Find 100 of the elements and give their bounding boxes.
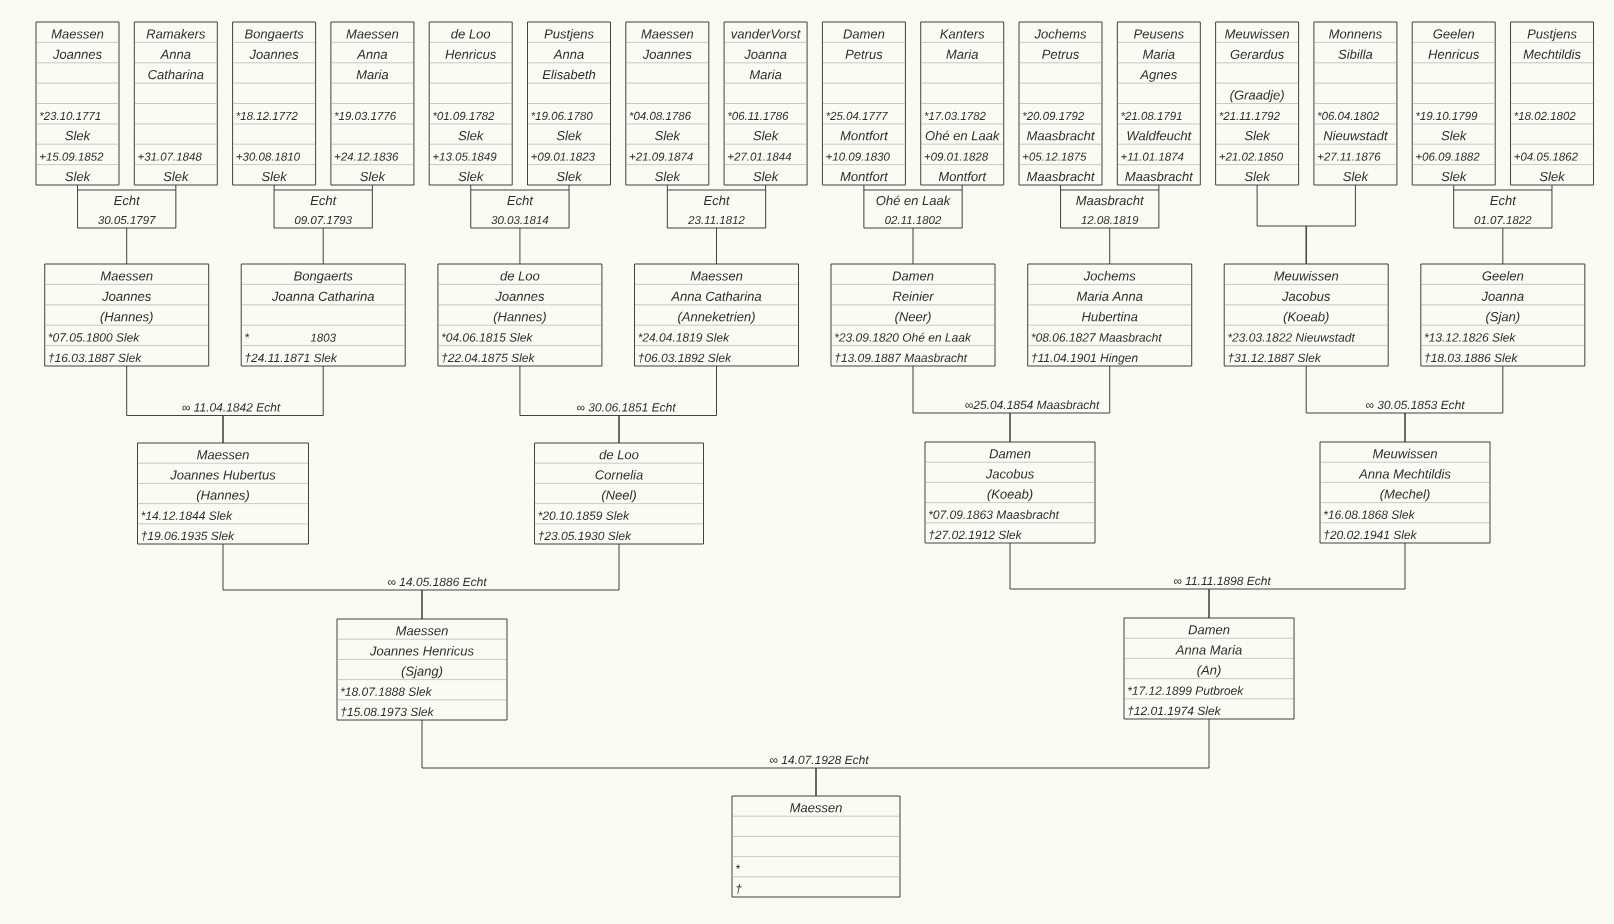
person-card xyxy=(527,21,611,186)
connector-line xyxy=(716,227,717,265)
death-place: Slek xyxy=(753,171,779,182)
given-name: Maria xyxy=(946,49,978,59)
person-card xyxy=(330,21,415,186)
surname: Meuwissen xyxy=(1372,448,1437,459)
connector-line xyxy=(1208,542,1406,619)
birth-entry: *04.06.1815 Slek xyxy=(441,332,533,342)
birth-date: *20.09.1792 xyxy=(1022,111,1085,120)
death-place: Slek xyxy=(360,171,386,182)
connector-line xyxy=(322,227,324,265)
given-name: Sibilla xyxy=(1338,49,1373,59)
connector-line xyxy=(912,227,914,265)
given-name: Reinier xyxy=(892,291,935,301)
marriage-box xyxy=(1060,189,1160,229)
death-place: Slek xyxy=(458,171,484,182)
connector-line xyxy=(765,184,767,191)
connector-line xyxy=(1060,184,1061,191)
given-name: Gerardus xyxy=(1230,49,1284,59)
person-card xyxy=(133,21,218,186)
marriage-box xyxy=(77,189,177,229)
person-card xyxy=(723,21,808,186)
birth-date: *06.11.1786 xyxy=(728,111,789,120)
connector-line xyxy=(1502,227,1504,265)
surname: Meuwissen xyxy=(1274,271,1339,281)
death-entry: †20.02.1941 Slek xyxy=(1324,530,1418,540)
death-entry: †22.04.1875 Slek xyxy=(442,353,535,363)
connector-line xyxy=(961,184,963,191)
connector-line xyxy=(175,184,177,191)
given-name: Anna Catharina xyxy=(670,291,762,301)
connector-line xyxy=(273,184,275,191)
death-date: +27.01.1844 xyxy=(728,152,792,161)
given-name: Maria xyxy=(749,69,782,80)
death-entry: †12.01.1974 Slek xyxy=(1128,706,1222,716)
given-name: Joannes xyxy=(52,49,102,59)
birth-place: Maasbracht xyxy=(1026,130,1095,141)
nickname: (Anneketrien) xyxy=(678,311,755,324)
connector-line xyxy=(1305,184,1356,265)
person-card xyxy=(821,21,906,186)
connector-line xyxy=(1109,227,1111,265)
surname: de Loo xyxy=(500,271,540,281)
death-date: +13.05.1849 xyxy=(433,152,497,161)
birth-place: Slek xyxy=(65,130,91,141)
surname: Maessen xyxy=(790,803,842,813)
given-name: Anna xyxy=(356,49,388,59)
given-name: Anna Mechtildis xyxy=(1358,469,1451,479)
surname: Jochems xyxy=(1083,271,1136,281)
death-place: Montfort xyxy=(840,171,889,182)
nickname: (Sjan) xyxy=(1486,311,1520,324)
given-name: Jacobus xyxy=(985,469,1034,479)
marriage-date: 30.05.1797 xyxy=(98,215,156,225)
given-name: Joannes Henricus xyxy=(369,646,474,656)
person-card xyxy=(1018,21,1103,186)
given-name: Cornelia xyxy=(595,470,643,480)
death-place: Slek xyxy=(1343,171,1369,182)
death-date: +05.12.1875 xyxy=(1022,152,1087,161)
surname: Maessen xyxy=(51,29,104,39)
connector-line xyxy=(470,184,472,191)
birth-date: *06.04.1802 xyxy=(1317,111,1379,120)
birth-entry: *16.08.1868 Slek xyxy=(1323,510,1416,519)
marriage-place: Maasbracht xyxy=(1076,195,1145,206)
birth-date: *19.06.1780 xyxy=(531,111,593,120)
birth-place: Slek xyxy=(1244,130,1271,141)
surname: de Loo xyxy=(599,449,639,460)
surname: Maessen xyxy=(396,626,448,636)
given-name: Catharina xyxy=(148,69,204,80)
death-place: Maasbracht xyxy=(1125,171,1194,182)
birth-symbol: * xyxy=(245,333,250,338)
given-name: Jacobus xyxy=(1281,291,1331,301)
person-card xyxy=(534,442,704,545)
nickname: (Koeab) xyxy=(987,489,1033,502)
marriage-place: Ohé en Laak xyxy=(876,195,951,206)
birth-entry: *23.03.1822 Nieuwstadt xyxy=(1228,332,1356,342)
birth-place: Waldfeucht xyxy=(1127,130,1192,141)
connector-line xyxy=(666,184,668,191)
death-date: +30.08.1810 xyxy=(236,152,300,161)
given-name: Joannes xyxy=(249,49,299,59)
death-place: Slek xyxy=(261,171,288,182)
birth-date: *21.11.1792 xyxy=(1219,111,1280,120)
death-entry: †27.02.1912 Slek xyxy=(929,530,1023,540)
surname: Ramakers xyxy=(146,29,206,39)
connector-line xyxy=(519,227,521,265)
edge-label: ∞ 14.05.1886 Echt xyxy=(386,576,488,588)
surname: Maessen xyxy=(641,29,694,39)
person-card xyxy=(1215,21,1300,186)
connector-line xyxy=(1453,184,1455,191)
edge-label: ∞ 30.06.1851 Echt xyxy=(575,401,677,413)
given-name: Maria xyxy=(356,69,389,80)
person-card xyxy=(731,795,901,898)
birth-date: *19.10.1799 xyxy=(1416,111,1478,120)
surname: Meuwissen xyxy=(1225,29,1289,39)
given-name: Elisabeth xyxy=(542,69,596,80)
connector-line xyxy=(618,365,717,444)
birth-place: Slek xyxy=(753,130,779,141)
death-entry: †24.11.1871 Slek xyxy=(245,353,338,363)
death-entry: †23.05.1930 Slek xyxy=(539,531,632,541)
marriage-box xyxy=(666,189,767,229)
surname: Jochems xyxy=(1034,29,1087,39)
surname: Monnens xyxy=(1329,29,1382,39)
person-card xyxy=(924,441,1096,544)
